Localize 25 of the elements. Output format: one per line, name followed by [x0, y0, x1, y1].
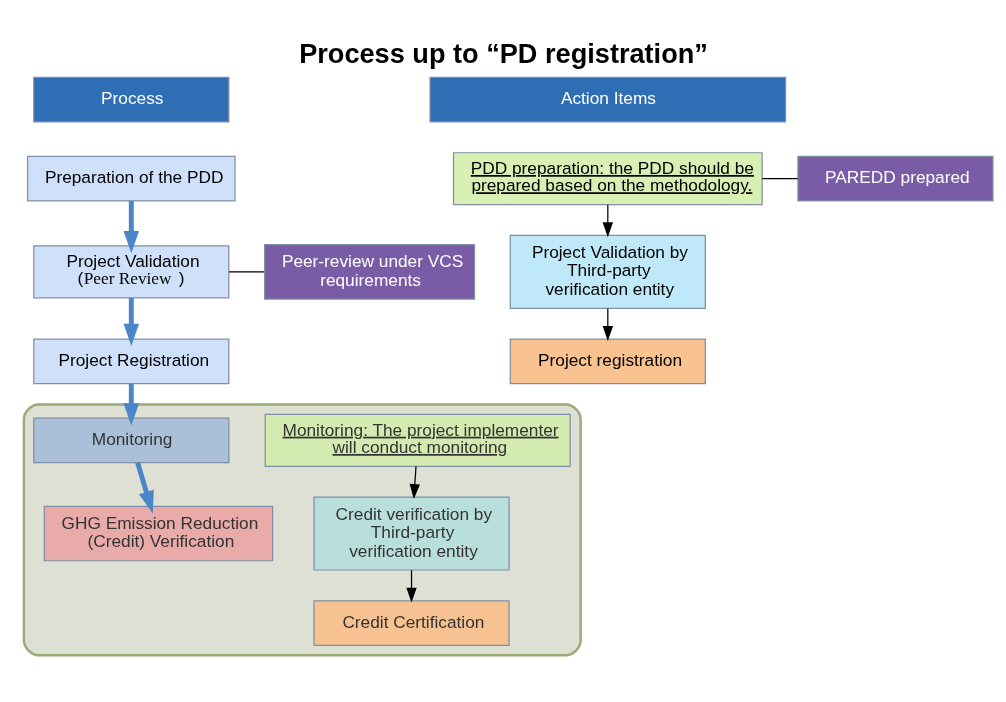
node-box: Credit Certification: [312, 599, 510, 646]
node-box: Preparation of the PDD: [26, 155, 236, 201]
node-box: Action Items: [428, 76, 786, 122]
node-box: PAREDD prepared: [796, 155, 994, 201]
connector: [761, 177, 798, 179]
node-box: GHG Emission Reduction (Credit) Verification: [43, 505, 273, 561]
node-box: Project registration: [509, 338, 706, 384]
arrow: [134, 461, 154, 513]
connector: [227, 270, 265, 272]
arrow: [123, 200, 139, 253]
arrow: [405, 569, 417, 603]
node-box: Monitoring: The project implementer will conduct monitoring: [264, 413, 571, 467]
node-box: PDD preparation: the PDD should be prepared based on the methodology.: [452, 151, 763, 205]
node-box: Project Validation (Peer Review): [32, 244, 229, 298]
node-box: Project Validation by Third-party verification entity: [509, 234, 706, 309]
diagram-title: Process up to “PD registration”: [298, 37, 708, 69]
node-box: Process: [32, 76, 229, 122]
node-box: Credit verification by Third-party verification entity: [312, 496, 510, 571]
arrow: [409, 465, 420, 499]
arrow: [123, 383, 139, 425]
node-box: Monitoring: [32, 417, 229, 463]
node-box: Peer-review under VCS requirements: [263, 243, 475, 300]
arrow: [602, 307, 613, 341]
arrow: [123, 297, 139, 346]
node-box: Project Registration: [32, 338, 229, 384]
